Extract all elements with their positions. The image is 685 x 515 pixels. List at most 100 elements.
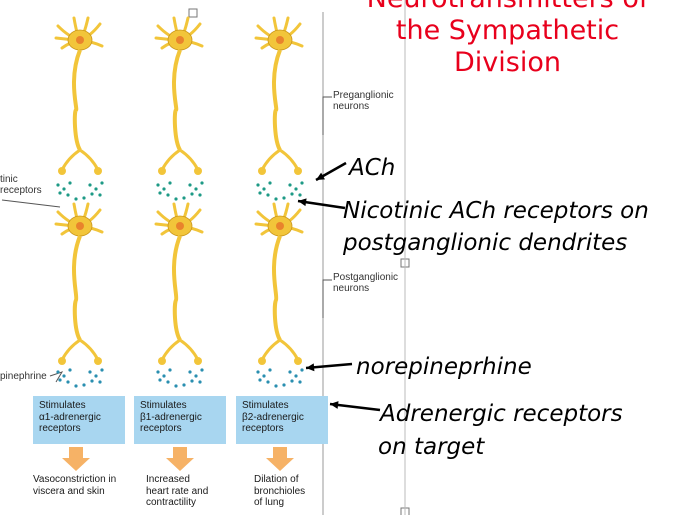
postganglionic-neuron-3-bouton-left — [258, 357, 266, 365]
effect-beta2: Dilation of bronchioles of lung — [254, 474, 305, 509]
norepinephrine-dot — [190, 379, 194, 383]
receptor-box-line-3: receptors — [140, 423, 182, 434]
norepinephrine-dot — [174, 384, 178, 388]
norepinephrine-leader — [49, 371, 64, 383]
postganglionic-label-line-1: Postganglionic — [333, 272, 399, 283]
annotation-nicotinic-line-1: Nicotinic ACh receptors on — [343, 198, 649, 224]
preganglionic-neuron-2-bouton-left — [158, 167, 166, 175]
norepinephrine-dot — [182, 383, 186, 387]
norepinephrine-dot — [256, 370, 260, 374]
postganglionic-neuron-2-terminal-left — [160, 338, 181, 361]
norepinephrine-dot — [290, 379, 294, 383]
norepinephrine-dot — [158, 378, 162, 382]
postganglionic-neuron-3-nucleus — [276, 222, 284, 230]
norepinephrine-dot — [100, 368, 104, 372]
effect-line-1: Vasoconstriction in — [33, 474, 117, 485]
norepinephrine-dot — [188, 370, 192, 374]
preganglionic-label-line-1: Preganglionic — [333, 90, 394, 101]
preganglionic-neuron-1-bouton-left — [58, 167, 66, 175]
preganglionic-neuron-3-terminal-right — [279, 148, 300, 171]
norepinephrine-dot — [66, 380, 70, 384]
ach-receptor-dot — [56, 183, 60, 187]
postganglionic-neuron-2-bouton-left — [158, 357, 166, 365]
effect-line-3: of lung — [254, 497, 285, 508]
annotation-adrenergic-line-1: Adrenergic receptors — [380, 401, 623, 427]
preganglionic-neuron-3-nucleus — [276, 36, 284, 44]
effect-arrow — [62, 447, 90, 471]
postganglionic-leader — [322, 279, 332, 318]
ach-receptor-dot — [274, 197, 278, 201]
preganglionic-neuron-1-terminal-right — [79, 148, 100, 171]
ach-receptor-dot — [90, 192, 94, 196]
ach-receptor-dot — [62, 187, 66, 191]
norepinephrine-dot — [168, 368, 172, 372]
preganglionic-neuron-2-nucleus — [176, 36, 184, 44]
norepinephrine-dot — [274, 384, 278, 388]
norepinephrine-dot — [194, 374, 198, 378]
ach-receptor-dot — [258, 191, 262, 195]
effect-line-2: viscera and skin — [33, 485, 105, 497]
nicotinic-leader — [1, 199, 61, 208]
norepinephrine-dot — [200, 368, 204, 372]
ach-receptor-dot — [68, 181, 72, 185]
ach-receptor-dot — [268, 181, 272, 185]
norepinephrine-dot — [156, 370, 160, 374]
postganglionic-neuron-1-axon — [72, 235, 82, 342]
norepinephrine-dot — [162, 374, 166, 378]
postganglionic-neuron-3-bouton-right — [294, 357, 302, 365]
ach-receptor-dot — [256, 183, 260, 187]
receptor-box-beta2: Stimulates β2-adrenergic receptors — [236, 396, 328, 444]
norepinephrine-dot — [74, 384, 78, 388]
ach-receptor-dot — [266, 193, 270, 197]
title-line-3: Division — [454, 47, 561, 78]
adrenergic-arrow — [329, 402, 381, 412]
postganglionic-neuron-2-nucleus — [176, 222, 184, 230]
annotation-norepinephrine: norepineprhine — [356, 354, 532, 380]
ach-receptor-dot — [288, 183, 292, 187]
receptor-box-line-1: Stimulates — [140, 400, 187, 411]
ach-receptor-dot — [290, 192, 294, 196]
preganglionic-neuron-1-nucleus — [76, 36, 84, 44]
nicotinic-label-line-1: tinic — [0, 174, 18, 185]
postganglionic-neuron-1-terminal-left — [60, 338, 81, 361]
selection-handle-top — [188, 8, 198, 18]
norepinephrine-dot — [62, 374, 66, 378]
ach-receptor-dot — [98, 193, 102, 197]
preganglionic-neuron-1-terminal-left — [60, 148, 81, 171]
norepinephrine-dot — [294, 374, 298, 378]
effect-beta1: Increased heart rate and contractility — [146, 474, 208, 509]
postganglionic-neuron-1-bouton-right — [94, 357, 102, 365]
ach-receptor-dot — [200, 181, 204, 185]
preganglionic-label-line-2: neurons — [333, 101, 370, 112]
ach-receptor-dot — [100, 181, 104, 185]
norepinephrine-dot — [88, 370, 92, 374]
postganglionic-neuron-1-nucleus — [76, 222, 84, 230]
preganglionic-neuron-3-bouton-left — [258, 167, 266, 175]
receptor-box-alpha1: Stimulates α1-adrenergic receptors — [33, 396, 125, 444]
preganglionic-neuron-2-bouton-right — [194, 167, 202, 175]
postganglionic-neuron-2-axon — [172, 235, 182, 342]
norepinephrine-dot — [300, 368, 304, 372]
norepinephrine-dot — [266, 380, 270, 384]
ach-receptor-dot — [182, 196, 186, 200]
receptor-box-line-1: Stimulates — [39, 400, 86, 411]
annotation-nicotinic-line-2: postganglionic dendrites — [343, 230, 628, 256]
norepinephrine-dot — [298, 380, 302, 384]
postganglionic-neuron-2-terminal-right — [179, 338, 200, 361]
nicotinic-arrow-head — [298, 198, 307, 207]
effect-arrow — [166, 447, 194, 471]
receptor-box-line-2: β2-adrenergic — [242, 411, 304, 423]
postganglionic-neuron-1-bouton-left — [58, 357, 66, 365]
annotation-adrenergic-line-2: on target — [378, 434, 485, 460]
postganglionic-label-line-2: neurons — [333, 283, 370, 294]
effect-line-3: contractility — [146, 497, 197, 508]
ach-receptor-dot — [300, 181, 304, 185]
postganglionic-neuron-1-terminal-right — [79, 338, 100, 361]
adrenergic-arrow-head — [330, 401, 339, 409]
ach-receptor-dot — [156, 183, 160, 187]
ach-receptor-dot — [188, 183, 192, 187]
ach-receptor-dot — [66, 193, 70, 197]
title-line-1: Neurotransmitters of — [330, 0, 685, 15]
preganglionic-neuron-2-axon — [172, 49, 182, 152]
postganglionic-label: Postganglionic neurons — [333, 272, 398, 294]
